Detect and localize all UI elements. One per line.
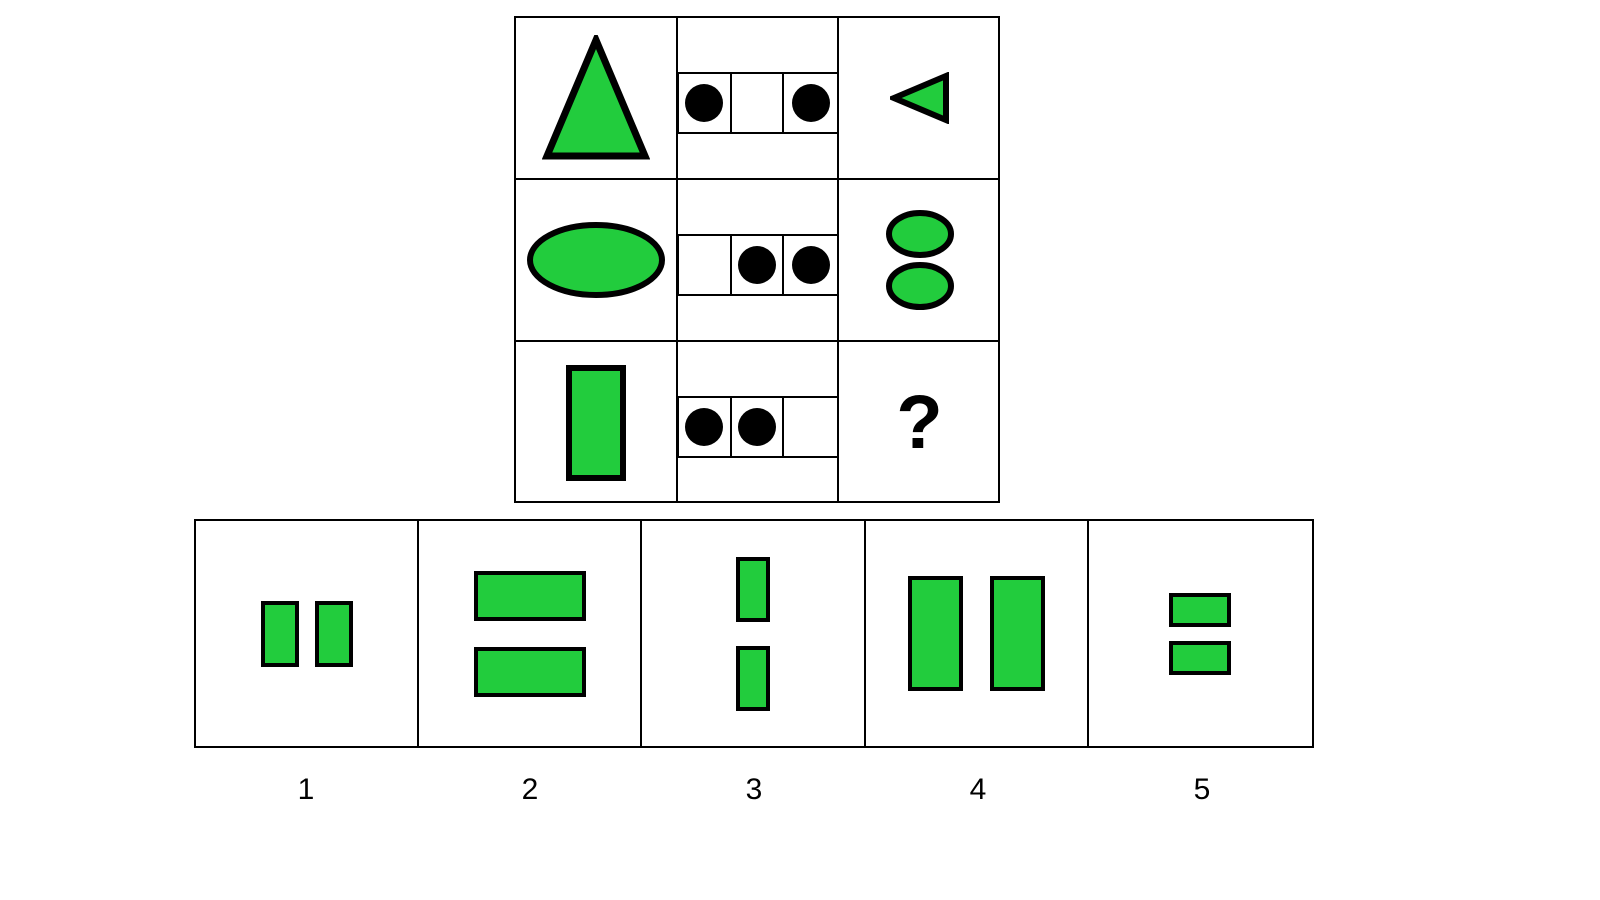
matrix-cell-r3c3: ? — [839, 342, 1000, 503]
green-rectangle — [1169, 592, 1232, 627]
filled-dot-icon — [791, 84, 830, 122]
matrix-cell-r1c2 — [677, 18, 839, 180]
answer-option-3-shapes — [735, 556, 770, 711]
dot-slot-1 — [679, 398, 732, 456]
answer-options-row — [194, 519, 1314, 748]
matrix-cell-r3c2 — [677, 342, 839, 503]
small-triangle-left-icon — [889, 72, 949, 124]
matrix-cell-r1c3-content — [839, 18, 1000, 178]
matrix-cell-r1c1 — [516, 18, 678, 180]
matrix-cell-r2c1-content — [516, 180, 676, 340]
matrix-cell-r3c1 — [516, 342, 678, 503]
filled-dot-icon — [685, 408, 724, 446]
green-rectangle — [989, 576, 1045, 691]
dot-slot-2 — [732, 398, 785, 456]
answer-option-1-shapes — [260, 600, 353, 667]
matrix-cell-r2c3 — [839, 180, 1000, 342]
dot-slot-2 — [732, 236, 785, 294]
answer-option-1[interactable] — [196, 521, 420, 746]
answer-option-4[interactable] — [866, 521, 1089, 746]
dot-pattern-row1 — [677, 72, 839, 134]
answer-option-3[interactable] — [642, 521, 866, 746]
matrix-cell-r3c3-content: ? — [839, 342, 1000, 503]
green-rectangle — [735, 645, 770, 711]
matrix-cell-r1c1-content — [516, 18, 676, 178]
green-rectangle — [473, 646, 586, 697]
answer-option-5[interactable] — [1089, 521, 1312, 746]
matrix-cell-r1c3 — [839, 18, 1000, 180]
answer-option-label-1: 1 — [297, 773, 315, 806]
answer-option-label-3: 3 — [745, 773, 763, 806]
answer-option-label-5: 5 — [1193, 773, 1211, 806]
large-vertical-rectangle-icon — [566, 364, 626, 481]
filled-dot-icon — [737, 246, 776, 284]
large-ellipse-icon — [527, 222, 665, 298]
matrix-cell-r2c2 — [677, 180, 839, 342]
dot-slot-3 — [784, 74, 837, 132]
answer-option-label-2: 2 — [521, 773, 539, 806]
dot-slot-3 — [784, 236, 837, 294]
empty-dot-icon — [738, 84, 776, 122]
dot-pattern-row2 — [677, 234, 839, 296]
green-rectangle — [907, 576, 963, 691]
answer-option-label-4: 4 — [969, 773, 987, 806]
green-rectangle — [1169, 640, 1232, 675]
empty-dot-icon — [792, 408, 830, 446]
two-small-ellipses-icon — [885, 210, 954, 310]
filled-dot-icon — [685, 84, 724, 122]
matrix-cell-r2c3-content — [839, 180, 1000, 340]
matrix-grid: ? — [514, 16, 1000, 503]
answer-option-2[interactable] — [419, 521, 643, 746]
question-mark: ? — [896, 379, 943, 465]
green-rectangle — [260, 600, 299, 667]
green-rectangle — [473, 570, 586, 621]
matrix-cell-r2c1 — [516, 180, 678, 342]
green-rectangle — [314, 600, 353, 667]
answer-option-5-shapes — [1169, 592, 1232, 675]
filled-dot-icon — [791, 246, 830, 284]
matrix-cell-r3c1-content — [516, 342, 676, 503]
empty-dot-icon — [685, 246, 723, 284]
dot-slot-3 — [784, 398, 837, 456]
filled-dot-icon — [737, 408, 776, 446]
dot-slot-1 — [679, 74, 732, 132]
dot-slot-1 — [679, 236, 732, 294]
dot-slot-2 — [732, 74, 785, 132]
large-triangle-up-icon — [542, 35, 650, 160]
dot-pattern-row3 — [677, 396, 839, 458]
answer-option-4-shapes — [907, 576, 1045, 691]
green-rectangle — [735, 556, 770, 622]
answer-option-labels: 1 2 3 4 5 — [194, 762, 1314, 818]
answer-option-2-shapes — [473, 570, 586, 697]
